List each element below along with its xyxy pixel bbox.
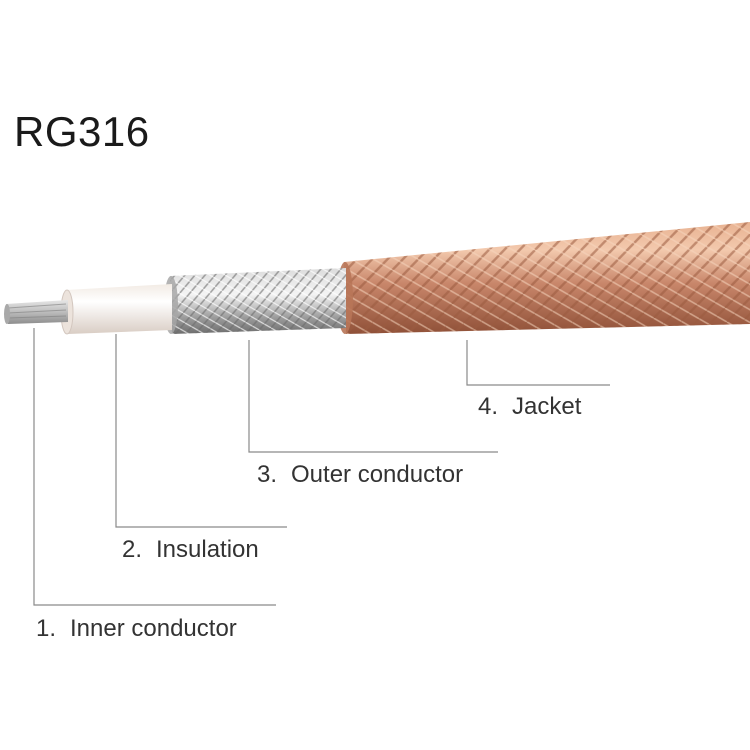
callout-label: Jacket [512,393,582,420]
callout-number: 4. [478,393,499,420]
leader-line-outer-conductor [248,340,498,453]
callout-number: 3. [257,461,278,488]
inner-conductor-section [4,300,68,324]
callout-outer-conductor: 3. Outer conductor [257,461,463,489]
callout-label: Outer conductor [291,461,464,488]
leader-line-jacket [466,340,610,386]
callout-insulation: 2. Insulation [122,536,259,564]
cable-title: RG316 [14,108,150,155]
leader-line-inner-conductor [33,328,276,606]
jacket-section [337,222,750,334]
callout-number: 2. [122,536,143,563]
callout-inner-conductor: 1. Inner conductor [36,615,237,643]
callout-number: 1. [36,615,57,642]
leader-line-insulation [115,334,287,528]
callout-label: Insulation [156,536,259,563]
callout-jacket: 4. Jacket [478,393,581,421]
callout-label: Inner conductor [70,615,237,642]
outer-conductor-section [164,268,346,334]
insulation-section [60,284,172,335]
